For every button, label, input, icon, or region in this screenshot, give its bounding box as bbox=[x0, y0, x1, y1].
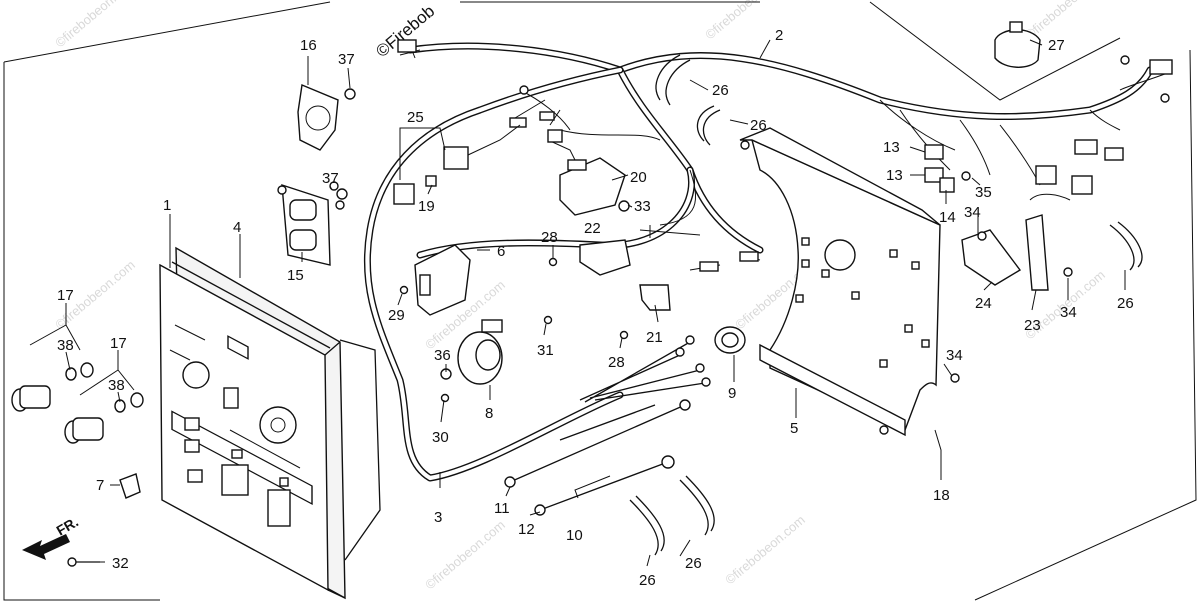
watermark-9: ©firebobeon.com bbox=[722, 512, 808, 587]
callout-17b: 17 bbox=[110, 335, 127, 352]
callout-28a: 28 bbox=[541, 229, 558, 246]
watermark-1: ©firebobeon.com bbox=[52, 0, 138, 50]
callout-7: 7 bbox=[96, 477, 104, 494]
callout-35: 35 bbox=[975, 184, 992, 201]
callout-24: 24 bbox=[975, 295, 992, 312]
rear-plate-assembly bbox=[739, 127, 941, 437]
front-panel-assembly bbox=[159, 246, 381, 600]
callout-13b: 13 bbox=[886, 167, 903, 184]
callout-36: 36 bbox=[434, 347, 451, 364]
callout-34c: 34 bbox=[946, 347, 963, 364]
callout-12: 12 bbox=[518, 521, 535, 538]
callout-33: 33 bbox=[634, 198, 651, 215]
callout-23: 23 bbox=[1024, 317, 1041, 334]
callout-31: 31 bbox=[537, 342, 554, 359]
callout-20: 20 bbox=[630, 169, 647, 186]
callout-32: 32 bbox=[112, 555, 129, 572]
callout-26b: 26 bbox=[750, 117, 767, 134]
callout-27: 27 bbox=[1048, 37, 1065, 54]
callout-17a: 17 bbox=[57, 287, 74, 304]
callout-30: 30 bbox=[432, 429, 449, 446]
direction-arrow-icon bbox=[22, 534, 70, 560]
callout-26c: 26 bbox=[1117, 295, 1134, 312]
direction-label: FR. bbox=[54, 513, 82, 538]
callout-6: 6 bbox=[497, 243, 505, 260]
callout-10: 10 bbox=[566, 527, 583, 544]
callout-14: 14 bbox=[939, 209, 956, 226]
callout-21: 21 bbox=[646, 329, 663, 346]
callout-1: 1 bbox=[163, 197, 171, 214]
small-parts bbox=[11, 21, 1143, 567]
callout-5: 5 bbox=[790, 420, 798, 437]
callout-9: 9 bbox=[728, 385, 736, 402]
callout-8: 8 bbox=[485, 405, 493, 422]
callout-29: 29 bbox=[388, 307, 405, 324]
callout-15: 15 bbox=[287, 267, 304, 284]
callout-16: 16 bbox=[300, 37, 317, 54]
callout-34a: 34 bbox=[964, 204, 981, 221]
callout-13a: 13 bbox=[883, 139, 900, 156]
callout-2: 2 bbox=[775, 27, 783, 44]
callout-34b: 34 bbox=[1060, 304, 1077, 321]
callout-26e: 26 bbox=[639, 572, 656, 589]
callout-38a: 38 bbox=[57, 337, 74, 354]
callout-37a: 37 bbox=[338, 51, 355, 68]
watermark-8: ©firebobeon.com bbox=[422, 517, 508, 592]
callout-28b: 28 bbox=[608, 354, 625, 371]
callout-26a: 26 bbox=[712, 82, 729, 99]
callout-25: 25 bbox=[407, 109, 424, 126]
callout-11: 11 bbox=[494, 500, 510, 517]
rear-plate bbox=[750, 138, 941, 431]
leader-lines bbox=[29, 39, 1126, 567]
callout-38b: 38 bbox=[108, 377, 125, 394]
callout-18: 18 bbox=[933, 487, 950, 504]
front-direction-indicator: FR. bbox=[22, 513, 81, 560]
assembly-border bbox=[3, 1, 1197, 601]
callout-labels: 1 2 3 4 5 6 7 8 9 10 11 12 13 13 14 15 1… bbox=[57, 27, 1134, 589]
callout-26d: 26 bbox=[685, 555, 702, 572]
callout-19: 19 bbox=[418, 198, 435, 215]
callout-4: 4 bbox=[233, 219, 241, 236]
callout-3: 3 bbox=[434, 509, 442, 526]
callout-22: 22 bbox=[584, 220, 601, 237]
callout-37b: 37 bbox=[322, 170, 339, 187]
